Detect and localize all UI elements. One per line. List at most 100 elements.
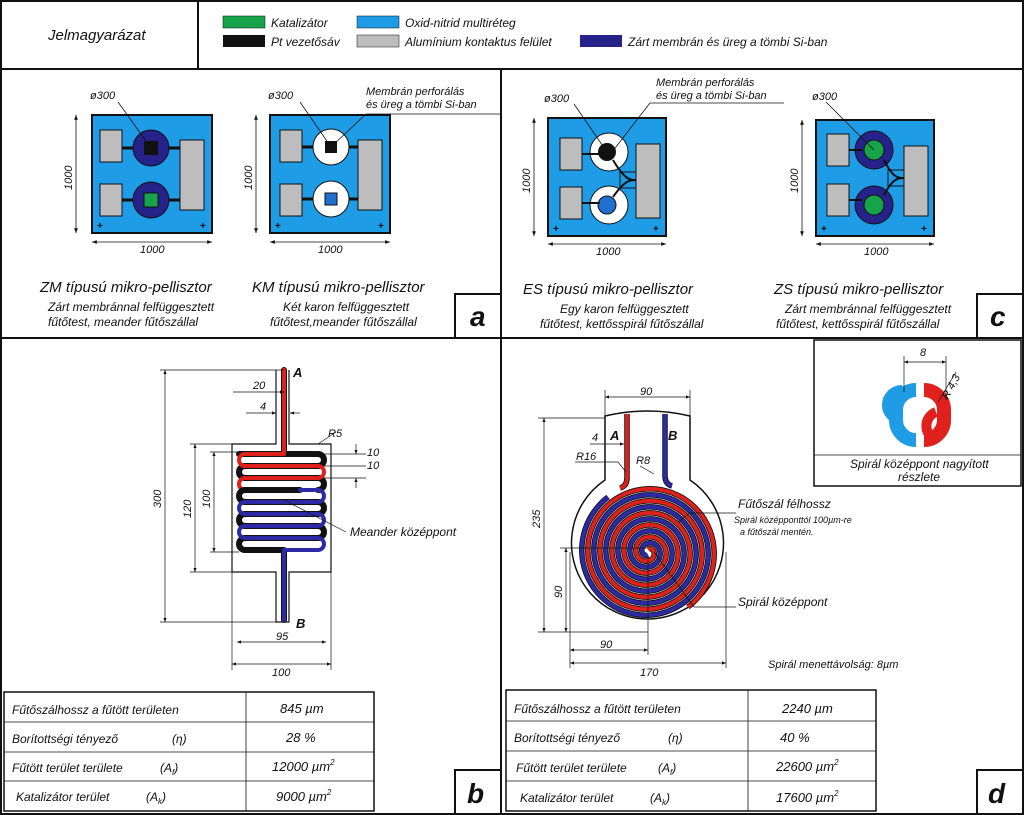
svg-text:Katalizátor terület: Katalizátor terület [16, 790, 110, 804]
svg-text:12000 µm2: 12000 µm2 [272, 758, 335, 774]
tb-sup-3: 2 [326, 788, 332, 797]
svg-text:Fűtött terület területe: Fűtött terület területe [516, 761, 627, 775]
km-bottom-dim: 1000 [318, 244, 343, 256]
zm-title: ZM típusú mikro-pellisztor [39, 279, 213, 296]
dim-90-h: 90 [600, 639, 613, 651]
svg-text:+: + [97, 221, 103, 232]
es-callout2: és üreg a tömbi Si-ban [656, 90, 767, 102]
svg-text:Katalizátor terület: Katalizátor terület [520, 791, 614, 805]
zm-diameter: ø300 [90, 90, 116, 102]
svg-text:(Ak): (Ak) [146, 790, 166, 806]
svg-text:(Af): (Af) [160, 761, 178, 777]
dim-100h: 100 [272, 667, 291, 679]
svg-text:22600 µm2: 22600 µm2 [775, 758, 839, 774]
dim-90-top: 90 [640, 386, 653, 398]
td-sym-1: (η) [668, 731, 683, 745]
panel-c: + + ø300 Membrán perforálás és üreg a tö… [521, 77, 1024, 339]
svg-text:Fűtőszálhossz a fűtött terület: Fűtőszálhossz a fűtött területen [514, 702, 681, 716]
svg-text:40 %: 40 % [780, 730, 810, 745]
lead-a [619, 414, 629, 490]
td-value-3: 17600 µm [776, 790, 834, 805]
svg-text:+: + [378, 221, 384, 232]
meander-label-b: B [296, 616, 305, 631]
km-desc1: Két karon felfüggesztett [283, 300, 410, 314]
svg-text:2240 µm: 2240 µm [781, 701, 833, 716]
svg-text:(Ak): (Ak) [650, 791, 670, 807]
legend-swatch-catalyst [222, 15, 266, 29]
svg-text:17600 µm2: 17600 µm2 [776, 789, 839, 805]
legend-swatch-alu [356, 34, 400, 48]
dim-4: 4 [260, 401, 266, 413]
inset-caption2: részlete [898, 470, 940, 484]
meander-center-label: Meander középpont [350, 525, 457, 539]
svg-text:9000 µm2: 9000 µm2 [276, 788, 332, 804]
svg-text:(η): (η) [172, 732, 187, 746]
dim-170: 170 [640, 667, 659, 679]
tb-value-0: 845 µm [280, 701, 324, 716]
svg-text:+: + [275, 221, 281, 232]
svg-text:+: + [653, 224, 659, 235]
legend-label-membrane: Zárt membrán és üreg a tömbi Si-ban [627, 35, 828, 49]
td-label-2: Fűtött terület területe [516, 761, 627, 775]
es-bottom-dim: 1000 [596, 246, 621, 258]
td-sub-3: k [662, 798, 667, 807]
km-title: KM típusú mikro-pellisztor [252, 279, 426, 296]
svg-text:28 %: 28 % [285, 730, 316, 745]
td-label-1: Borítottségi tényező [514, 731, 620, 745]
zm-desc1: Zárt membránnal felfüggesztett [47, 300, 215, 314]
td-sym-3: (A [650, 791, 662, 805]
km-callout2: és üreg a tömbi Si-ban [366, 99, 477, 111]
dim-r16: R16 [576, 451, 597, 463]
zs-desc1: Zárt membránnal felfüggesztett [784, 302, 952, 316]
device-zm: + + ø300 1000 1000 ZM típusú mikro-pelli… [39, 90, 215, 329]
panel-b: A B 20 4 [3, 365, 502, 815]
zs-bottom-dim: 1000 [864, 246, 889, 258]
km-diameter: ø300 [268, 90, 294, 102]
td-sup-2: 2 [833, 758, 839, 767]
legend-label-pt: Pt vezetősáv [271, 35, 341, 49]
inset-dim-8: 8 [920, 347, 927, 359]
zs-title: ZS típusú mikro-pellisztor [773, 281, 944, 298]
tb-sub-3: k [158, 797, 163, 806]
device-es: + + ø300 Membrán perforálás és üreg a tö… [521, 77, 784, 331]
tb-sup-2: 2 [329, 758, 335, 767]
half-length-label: Fűtőszál félhossz [738, 497, 831, 511]
svg-text:845 µm: 845 µm [280, 701, 324, 716]
spiral-label-b: B [668, 428, 677, 443]
table-d [505, 689, 877, 812]
dim-r8: R8 [636, 455, 651, 467]
zs-diameter: ø300 [812, 91, 838, 103]
svg-text:+: + [200, 221, 206, 232]
svg-text:+: + [921, 224, 927, 235]
tb-label-3: Katalizátor terület [16, 790, 110, 804]
tb-sub-2: f [172, 768, 175, 777]
svg-text:(η): (η) [668, 731, 683, 745]
panel-a: + + ø300 1000 1000 ZM típusú mikro-pelli… [39, 86, 502, 339]
dim-120: 120 [182, 499, 194, 518]
tb-value-1: 28 % [285, 730, 316, 745]
zs-side-dim: 1000 [789, 168, 801, 193]
legend: Jelmagyarázat Katalizátor Pt vezetősáv O… [47, 15, 828, 49]
spiral-blue [579, 492, 711, 618]
meander-heater [236, 367, 327, 623]
device-zs: + + ø300 1000 1000 ZS típusú mikro-pelli… [773, 91, 952, 331]
legend-swatch-pt [223, 35, 265, 47]
panel-c-letter: c [990, 301, 1006, 332]
device-km: + + ø300 Membrán perforálás és üreg a tö… [243, 86, 500, 329]
inset: 8 R 4,3 Spirál középpont nagyított részl… [813, 339, 1022, 487]
td-value-2: 22600 µm [775, 759, 834, 774]
dim-10a: 10 [367, 447, 380, 459]
svg-text:Fűtött terület területe: Fűtött terület területe [12, 761, 123, 775]
legend-label-oxide: Oxid-nitrid multiréteg [405, 16, 516, 30]
legend-swatch-oxide [356, 15, 400, 29]
tb-label-0: Fűtőszálhossz a fűtött területen [12, 703, 179, 717]
svg-text:(Af): (Af) [658, 761, 676, 777]
tb-sym-1: (η) [172, 732, 187, 746]
meander-label-a: A [292, 365, 302, 380]
dim-d4: 4 [592, 432, 598, 444]
zm-bottom-dim: 1000 [140, 244, 165, 256]
spiral-pitch-label: Spirál menettávolság: 8µm [768, 659, 898, 671]
